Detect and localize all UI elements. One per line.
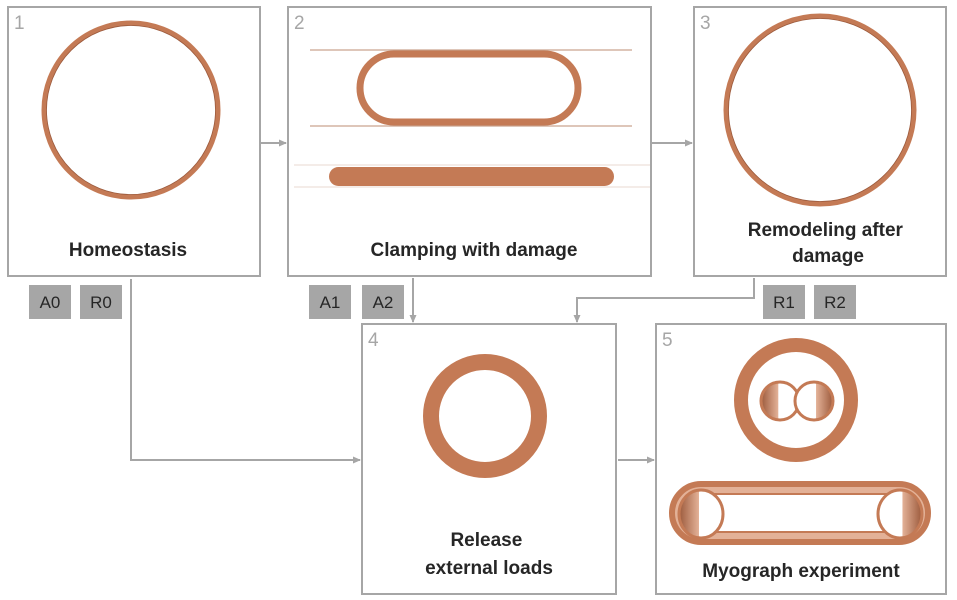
arrow-1-to-4 — [130, 279, 361, 464]
tag-a1: A1 — [309, 285, 351, 319]
tag-r1: R1 — [763, 285, 805, 319]
panel-title: Remodeling after damage — [748, 220, 908, 267]
panel-frame — [7, 6, 261, 277]
myograph-ring — [734, 338, 858, 462]
panel-number: 5 — [662, 330, 673, 351]
panel-release-external-loads: 4 Release external loads — [361, 323, 617, 595]
panel-clamping-with-damage: 2 Clamping with damage — [287, 6, 652, 277]
panel-homeostasis: 1 Homeostasis — [7, 6, 261, 277]
tag-label: A0 — [40, 293, 61, 312]
tag-a0: A0 — [29, 285, 71, 319]
vessel-ring-homeostasis — [41, 20, 221, 200]
clamped-vessel-oval — [356, 50, 582, 126]
vessel-ring-remodeled — [723, 13, 917, 207]
tag-box — [29, 285, 71, 319]
fully-clamped-vessel — [329, 167, 614, 186]
panel-number: 4 — [368, 330, 379, 351]
panel-title-line: Myograph experiment — [702, 561, 900, 582]
panel-title: Clamping with damage — [371, 240, 578, 261]
tag-label: A1 — [320, 293, 341, 312]
connectors — [130, 139, 755, 464]
panel-remodeling-after-damage: 3 Remodeling after damage — [693, 6, 947, 277]
panel-title-line: Release — [450, 530, 522, 551]
tag-box — [80, 285, 122, 319]
panel-title-line: Homeostasis — [69, 240, 187, 261]
myograph-hook-right — [876, 488, 924, 540]
condition-tags: A0 R0 A1 A2 R1 R2 — [29, 285, 856, 319]
vessel-ring-inner-shade — [46, 25, 216, 195]
myograph-pin-right — [793, 380, 835, 422]
tag-a2: A2 — [362, 285, 404, 319]
panel-myograph-experiment: 5 Myograph experiment — [655, 323, 947, 595]
tag-box — [362, 285, 404, 319]
panel-title-line: Remodeling after — [748, 220, 904, 241]
myograph-hook-left — [677, 488, 725, 540]
arrow-3-to-4 — [573, 278, 755, 323]
tag-box — [309, 285, 351, 319]
panel-title: Homeostasis — [69, 240, 187, 261]
tag-label: R1 — [773, 293, 795, 312]
panel-title-line: damage — [792, 246, 864, 267]
panel-number: 2 — [294, 13, 305, 34]
tag-label: R2 — [824, 293, 846, 312]
vessel-ring-inner-shade — [728, 18, 912, 202]
tag-label: R0 — [90, 293, 112, 312]
tag-label: A2 — [373, 293, 394, 312]
panel-frame — [287, 6, 652, 277]
panel-title-line: external loads — [425, 558, 553, 579]
tag-r0: R0 — [80, 285, 122, 319]
panel-frame — [693, 6, 947, 277]
vessel-ring-unloaded — [423, 354, 547, 478]
panel-number: 3 — [700, 13, 711, 34]
tag-r2: R2 — [814, 285, 856, 319]
panel-title-line: Clamping with damage — [371, 240, 578, 261]
myograph-pin-left — [759, 380, 801, 422]
tag-box — [814, 285, 856, 319]
panel-number: 1 — [14, 13, 25, 34]
tag-box — [763, 285, 805, 319]
panel-title: Myograph experiment — [702, 561, 900, 582]
panel-title: Release external loads — [425, 530, 553, 579]
